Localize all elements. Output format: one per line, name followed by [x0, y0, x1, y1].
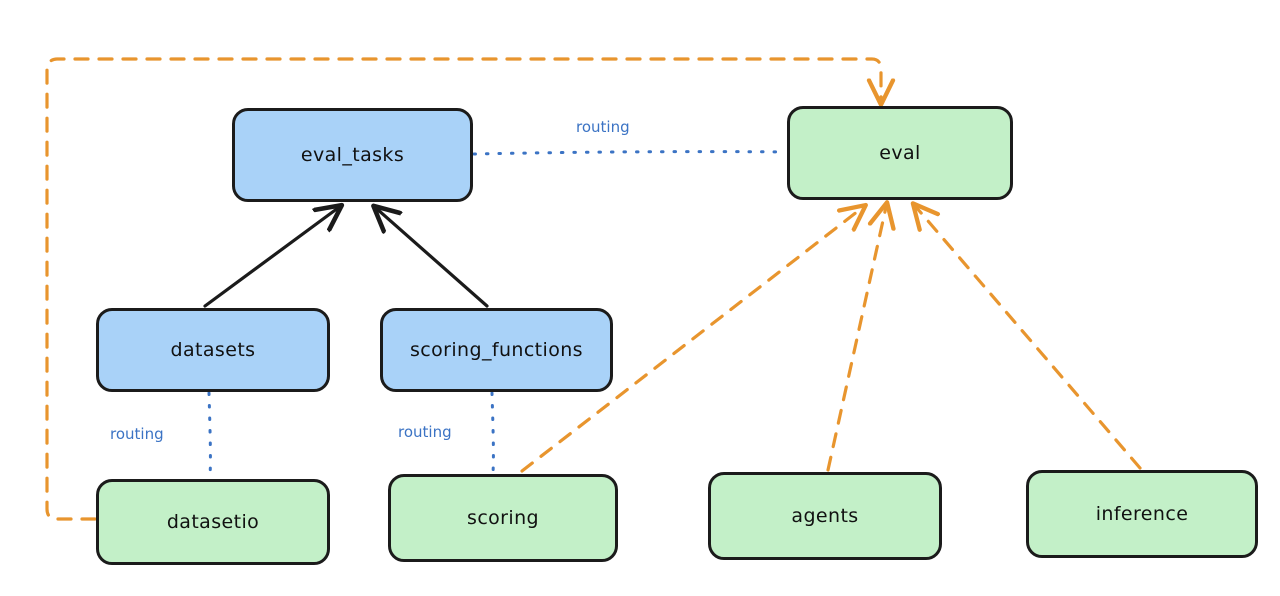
- node-agents[interactable]: agents: [708, 472, 942, 560]
- node-label-eval-tasks: eval_tasks: [300, 144, 405, 166]
- node-label-datasetio: datasetio: [166, 511, 260, 533]
- node-label-scoring: scoring: [467, 507, 539, 529]
- node-label-datasets: datasets: [170, 339, 256, 361]
- edge-label-routing-datasets: routing: [110, 425, 164, 443]
- edge-eval-tasks-to-eval: [472, 150, 788, 156]
- edge-label-routing-scoring-functions: routing: [398, 423, 452, 441]
- node-label-agents: agents: [791, 505, 859, 527]
- node-datasetio[interactable]: datasetio: [96, 479, 330, 565]
- edge-agents-to-eval: [826, 207, 886, 472]
- edge-scoring-to-eval: [520, 208, 862, 473]
- edge-datasets-to-datasetio: [207, 391, 212, 480]
- node-scoring[interactable]: scoring: [388, 474, 618, 562]
- edge-scoring-functions-to-scoring: [490, 391, 495, 475]
- node-label-eval: eval: [879, 142, 921, 164]
- edge-scoring-functions-to-eval-tasks: [377, 209, 489, 308]
- node-label-inference: inference: [1095, 503, 1189, 525]
- node-datasets[interactable]: datasets: [96, 308, 330, 392]
- edge-datasets-to-eval-tasks: [203, 208, 338, 308]
- edge-inference-to-eval: [916, 207, 1142, 470]
- node-eval-tasks[interactable]: eval_tasks: [232, 108, 473, 202]
- node-label-scoring-functions: scoring_functions: [410, 339, 583, 361]
- edge-datasetio-to-eval: [45, 57, 881, 521]
- edge-label-routing-eval-tasks: routing: [576, 118, 630, 136]
- node-inference[interactable]: inference: [1026, 470, 1258, 558]
- node-scoring-functions[interactable]: scoring_functions: [380, 308, 613, 392]
- node-eval[interactable]: eval: [787, 106, 1013, 200]
